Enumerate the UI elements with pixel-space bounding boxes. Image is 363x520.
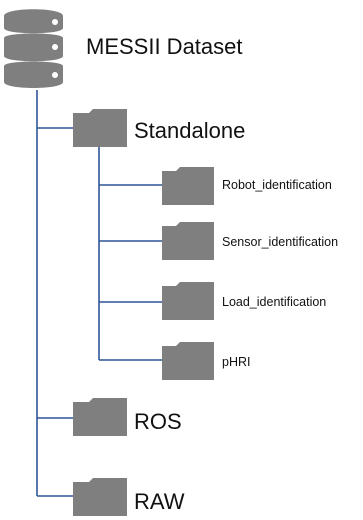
folder-label-standalone: Standalone [134, 118, 246, 143]
folder-icon [162, 282, 214, 320]
folder-label-load-identification: Load_identification [222, 295, 327, 309]
folder-icon [73, 478, 127, 516]
folder-icon [73, 109, 127, 147]
folder-label-raw: RAW [134, 489, 185, 514]
folder-label-ros: ROS [134, 409, 182, 434]
folder-label-robot-identification: Robot_identification [222, 178, 332, 192]
tree-connectors [36, 90, 162, 497]
database-icon [4, 9, 63, 88]
folder-icon [162, 222, 214, 260]
folder-icon [162, 167, 214, 205]
folder-icon [162, 342, 214, 380]
folder-label-phri: pHRI [222, 355, 251, 369]
folder-icon [73, 398, 127, 436]
root-label: MESSII Dataset [86, 34, 243, 59]
folder-label-sensor-identification: Sensor_identification [222, 235, 339, 249]
